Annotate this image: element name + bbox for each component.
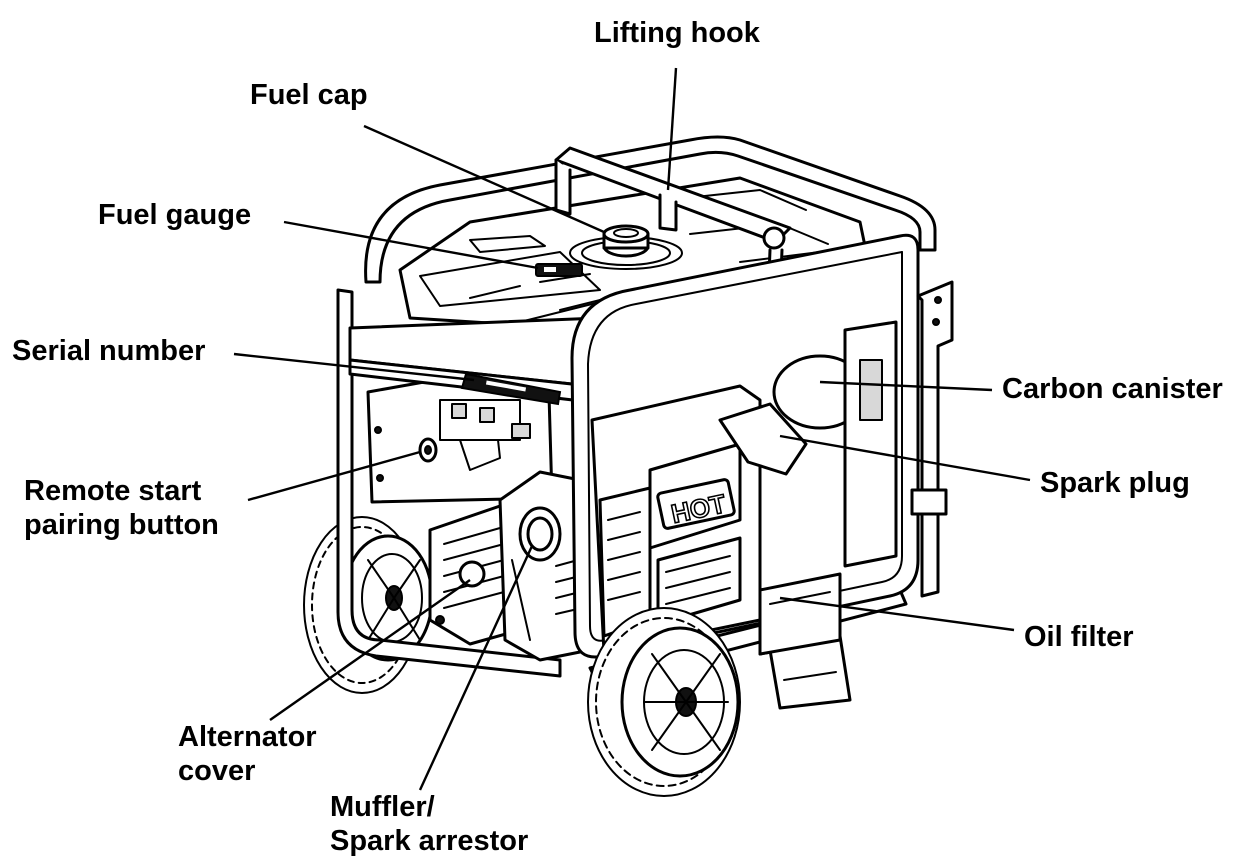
leader-carbon-canister xyxy=(819,380,993,392)
leader-fuel-cap xyxy=(363,124,605,234)
fuel-gauge xyxy=(535,263,583,277)
leader-muffler xyxy=(418,545,534,791)
rear-left-wheel xyxy=(303,516,434,694)
leader-lifting-hook xyxy=(666,67,678,191)
handle-post xyxy=(910,280,954,598)
leader-spark-plug xyxy=(779,434,1031,482)
label-oil-filter: Oil filter xyxy=(1024,621,1134,653)
leader-oil-filter xyxy=(779,596,1015,632)
label-remote-start-line2: pairing button xyxy=(24,509,219,541)
muffler xyxy=(498,470,592,662)
alternator-cover xyxy=(428,504,522,646)
label-alternator-line2: cover xyxy=(178,755,256,787)
leader-alternator-cover xyxy=(269,579,471,721)
label-fuel-gauge: Fuel gauge xyxy=(98,199,252,231)
label-fuel-cap: Fuel cap xyxy=(250,79,368,111)
frame-front: HOT xyxy=(570,233,920,659)
fuel-cap xyxy=(569,224,683,270)
label-muffler-spark-arrestor: Muffler/ Spark arrestor xyxy=(330,790,528,858)
label-lifting-hook: Lifting hook xyxy=(594,17,760,49)
frame-rear xyxy=(336,135,937,678)
label-carbon-canister: Carbon canister xyxy=(1002,373,1223,405)
label-alternator-cover: Alternator cover xyxy=(178,720,317,788)
leader-lines xyxy=(233,67,1031,791)
label-remote-start-line1: Remote start xyxy=(24,475,202,507)
label-muffler-line1: Muffler/ xyxy=(330,791,435,823)
label-alternator-line1: Alternator xyxy=(178,721,317,753)
leader-serial-number xyxy=(233,352,475,382)
front-right-wheel xyxy=(587,607,741,797)
label-serial-number: Serial number xyxy=(12,335,206,367)
label-remote-start-pairing-button: Remote start pairing button xyxy=(24,474,219,542)
label-spark-plug: Spark plug xyxy=(1040,467,1190,499)
leader-fuel-gauge xyxy=(283,220,539,270)
label-muffler-line2: Spark arrestor xyxy=(330,825,529,857)
leader-remote-start xyxy=(247,450,421,502)
